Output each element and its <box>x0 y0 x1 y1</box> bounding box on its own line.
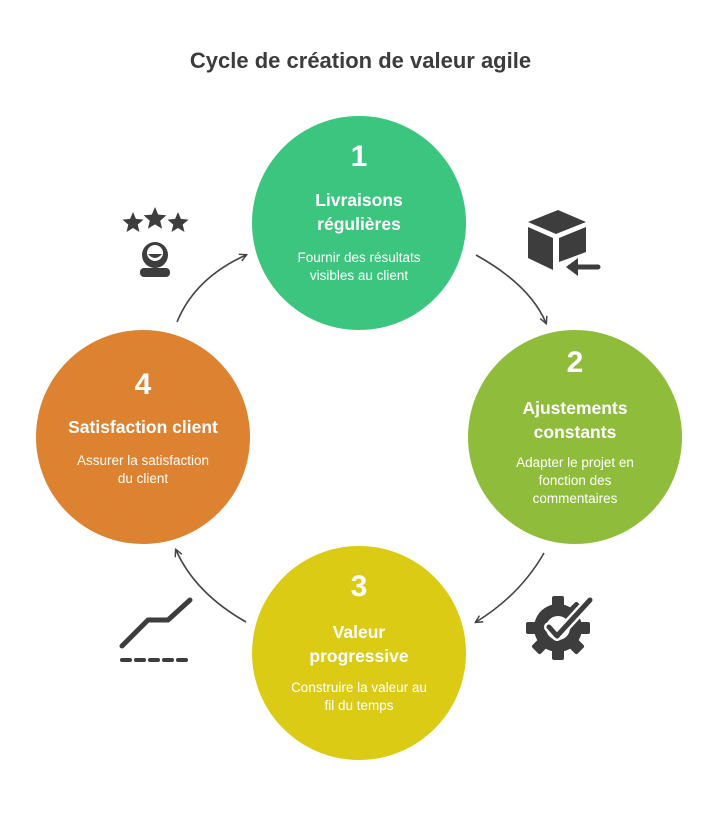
step-4-title: Satisfaction client <box>57 415 228 439</box>
step-3-desc-line-2: fil du temps <box>324 698 394 713</box>
step-3-circle: 3 Valeur progressive Construire la valeu… <box>252 546 466 760</box>
page-title: Cycle de création de valeur agile <box>189 48 532 73</box>
step-4-circle: 4 Satisfaction client Assurer la satisfa… <box>36 330 250 544</box>
arrow-4-to-1 <box>176 255 246 323</box>
step-3-title-line-1: Valeur <box>332 622 386 642</box>
step-2-desc-line-1: Adapter le projet en <box>516 455 634 470</box>
gear-check-icon <box>526 595 595 660</box>
step-2-circle: 2 Ajustements constants Adapter le proje… <box>468 330 682 544</box>
step-2-desc-line-3: commentaires <box>532 491 618 506</box>
step-3-desc-line-1: Construire la valeur au <box>291 680 427 695</box>
customer-rating-icon <box>122 207 189 277</box>
step-1-desc-line-2: visibles au client <box>309 268 409 283</box>
arrow-1-to-2 <box>475 254 546 323</box>
step-2-number: 2 <box>566 346 584 379</box>
step-2-title-line-1: Ajustements <box>522 398 628 418</box>
step-1-desc-line-1: Fournir des résultats <box>297 250 421 265</box>
arrow-2-to-3 <box>476 552 545 622</box>
step-3-description: Construire la valeur au fil du temps <box>278 679 441 715</box>
step-1-number: 1 <box>350 140 368 173</box>
step-4-desc-line-2: du client <box>117 471 169 486</box>
step-1-description: Fournir des résultats visibles au client <box>278 249 441 285</box>
step-3-number: 3 <box>350 570 368 603</box>
delivery-box-icon <box>528 210 601 276</box>
step-1-title: Livraisons régulières <box>273 188 444 236</box>
step-2-title: Ajustements constants <box>489 396 660 444</box>
step-4-description: Assurer la satisfaction du client <box>62 452 225 488</box>
step-3-title-line-2: progressive <box>309 646 409 666</box>
step-4-number: 4 <box>134 368 152 401</box>
growth-chart-icon <box>119 597 193 662</box>
step-2-desc-line-2: fonction des <box>538 473 612 488</box>
step-1-title-line-2: régulières <box>317 214 401 234</box>
step-1-title-line-1: Livraisons <box>315 190 403 210</box>
step-1-circle: 1 Livraisons régulières Fournir des résu… <box>252 116 466 330</box>
arrow-3-to-4 <box>176 550 247 623</box>
step-2-description: Adapter le projet en fonction des commen… <box>494 454 657 508</box>
step-4-title-line-1: Satisfaction client <box>68 417 218 437</box>
step-4-desc-line-1: Assurer la satisfaction <box>76 453 210 468</box>
step-2-title-line-2: constants <box>533 422 617 442</box>
step-3-title: Valeur progressive <box>273 620 444 668</box>
